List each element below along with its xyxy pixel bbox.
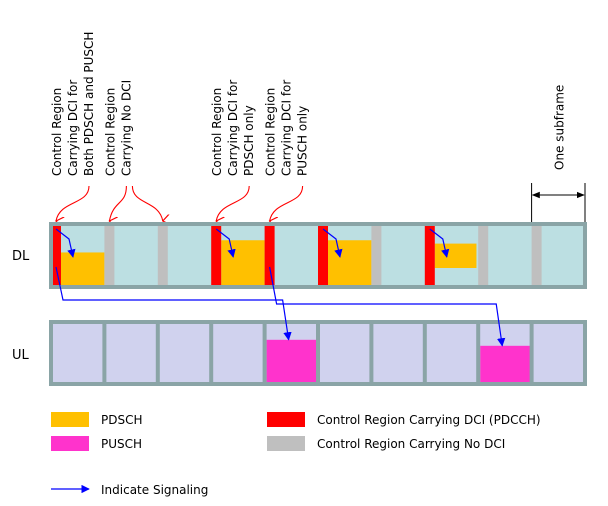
callout-text-line: Both PDSCH and PUSCH	[82, 32, 96, 176]
control-region-no-dci	[531, 223, 542, 288]
control-region-no-dci	[478, 223, 489, 288]
callout-text-line: Control Region	[103, 88, 117, 176]
legend: PDSCH PUSCH Control Region Carrying DCI …	[51, 412, 541, 497]
callout-text-line: PUSCH only	[296, 106, 310, 176]
legend-item-signaling: Indicate Signaling	[51, 483, 208, 497]
dl-subframe	[51, 223, 105, 288]
callout-arrow	[216, 185, 250, 221]
callout-text-line: Control Region	[264, 88, 278, 176]
callout-text-line: Carrying DCI for	[226, 80, 240, 176]
ul-row-label: UL	[12, 348, 30, 363]
control-region-dci	[211, 223, 222, 288]
legend-label-control-dci: Control Region Carrying DCI (PDCCH)	[317, 413, 541, 427]
control-region-dci	[318, 223, 328, 288]
legend-item-control-dci: Control Region Carrying DCI (PDCCH)	[267, 412, 541, 427]
ul-row-border	[49, 320, 587, 386]
signal-arrow-dl-to-pdsch	[215, 228, 236, 258]
legend-item-pdsch: PDSCH	[51, 412, 143, 427]
subframe-dimension: One subframe	[531, 85, 586, 224]
legend-swatch-pdsch	[51, 412, 89, 427]
signal-arrow-dl-to-pdsch	[429, 228, 450, 258]
callout-text-line: Carrying DCI for	[66, 80, 80, 176]
control-region-dci	[51, 223, 61, 288]
dl-subframe	[531, 223, 542, 288]
control-region-no-dci	[104, 223, 115, 288]
callout-text-line: Control Region	[50, 88, 64, 176]
pusch-block	[266, 339, 318, 383]
callout-arrow	[270, 185, 304, 221]
legend-swatch-control-dci	[267, 412, 305, 427]
dl-subframe	[211, 223, 265, 288]
pdsch-block	[221, 240, 265, 286]
callout-arrow	[56, 185, 90, 221]
legend-label-control-no-dci: Control Region Carrying No DCI	[317, 437, 505, 451]
control-region-dci	[424, 223, 435, 288]
pusch-block	[480, 345, 532, 383]
legend-swatch-control-no-dci	[267, 436, 305, 451]
signal-arrow-dl-to-ul	[55, 266, 292, 341]
pdsch-block	[434, 243, 477, 268]
control-region-no-dci	[371, 223, 382, 288]
signal-arrow-dl-to-pdsch	[55, 228, 76, 258]
legend-label-pusch: PUSCH	[101, 437, 142, 451]
dl-row	[49, 222, 587, 289]
dl-subframe	[104, 223, 115, 288]
dl-row-label: DL	[12, 249, 30, 264]
legend-item-pusch: PUSCH	[51, 436, 142, 451]
legend-swatch-pusch	[51, 436, 89, 451]
dl-subframe	[478, 223, 489, 288]
ul-row	[49, 320, 587, 386]
dimension-label: One subframe	[552, 85, 566, 170]
signal-arrow-dl-to-ul	[269, 266, 506, 347]
callout-arrow	[109, 185, 127, 221]
pdsch-block	[328, 240, 372, 286]
dl-subframe	[371, 223, 382, 288]
pdsch-block	[61, 252, 105, 286]
callout-arrow	[131, 185, 162, 221]
dl-subframe	[157, 223, 168, 288]
legend-label-signaling: Indicate Signaling	[101, 483, 208, 497]
legend-item-control-no-dci: Control Region Carrying No DCI	[267, 436, 505, 451]
callout-text-line: PDSCH only	[242, 105, 256, 176]
signaling-arrows	[55, 228, 506, 347]
dl-row-border	[49, 222, 587, 289]
callout-text-line: Carrying DCI for	[280, 80, 294, 176]
control-region-dci	[264, 223, 275, 288]
signal-arrow-dl-to-pdsch	[322, 228, 343, 258]
legend-label-pdsch: PDSCH	[101, 413, 143, 427]
dl-subframe	[264, 223, 275, 288]
callout-text-line: Control Region	[210, 88, 224, 176]
control-region-no-dci	[157, 223, 168, 288]
dl-subframe	[318, 223, 372, 288]
callout-text-line: Carrying No DCI	[119, 80, 133, 176]
